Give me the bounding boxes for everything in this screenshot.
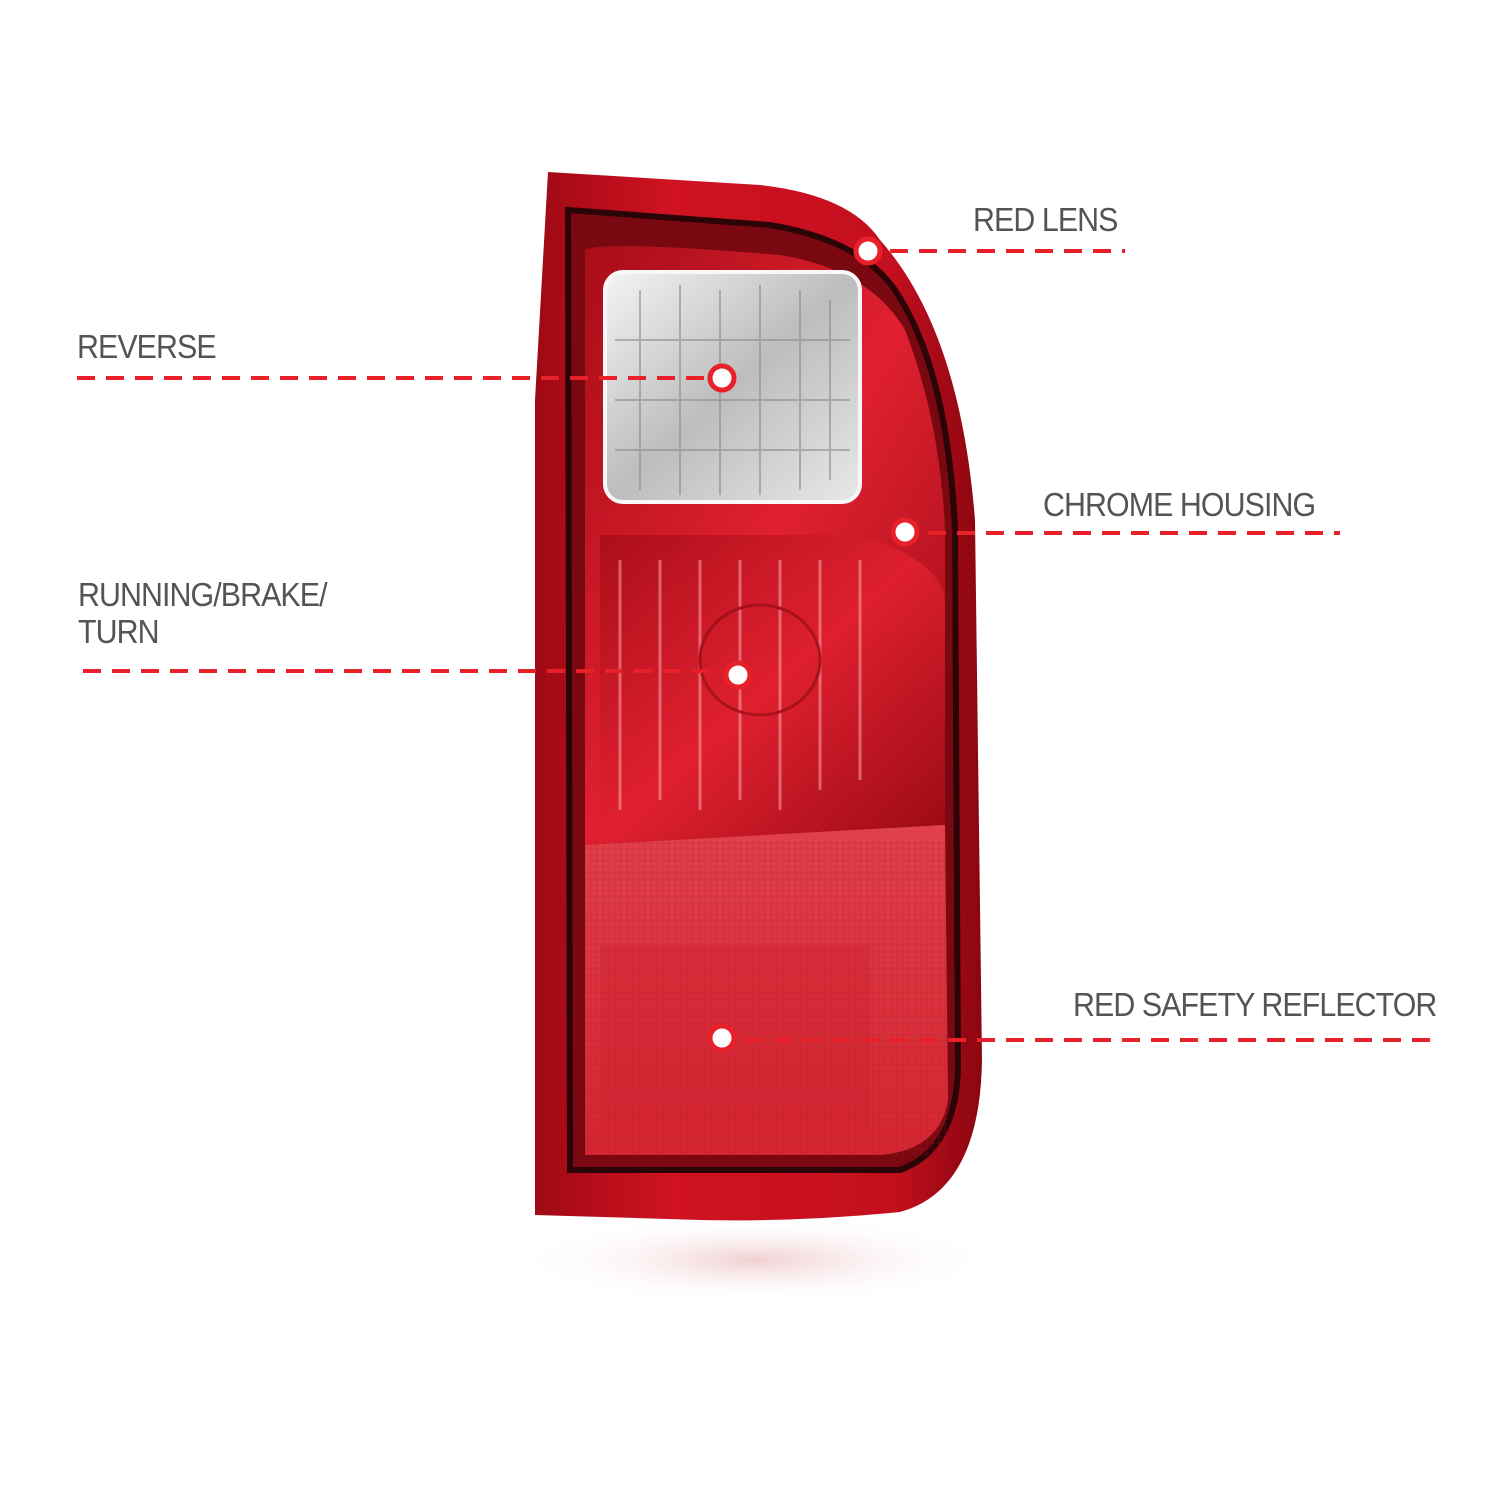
red-lens-marker-dot xyxy=(853,236,883,266)
chrome-housing-label: CHROME HOUSING xyxy=(1043,486,1316,523)
reflector-mesh xyxy=(585,840,947,1155)
red-safety-reflector-label: RED SAFETY REFLECTOR xyxy=(1073,986,1437,1023)
reflection-shadow xyxy=(515,1215,995,1305)
red-lens-label: RED LENS xyxy=(973,201,1118,238)
reverse-marker-dot xyxy=(707,363,737,393)
red-safety-reflector-marker-dot xyxy=(707,1023,737,1053)
running-brake-turn-marker-dot xyxy=(723,660,753,690)
running-brake-turn-label-line2: TURN xyxy=(78,613,160,650)
reverse-lens-optics xyxy=(615,285,850,495)
chrome-housing-marker-dot xyxy=(890,517,920,547)
running-brake-turn-label-line1: RUNNING/BRAKE/ xyxy=(78,576,328,613)
reverse-label: REVERSE xyxy=(77,328,217,365)
